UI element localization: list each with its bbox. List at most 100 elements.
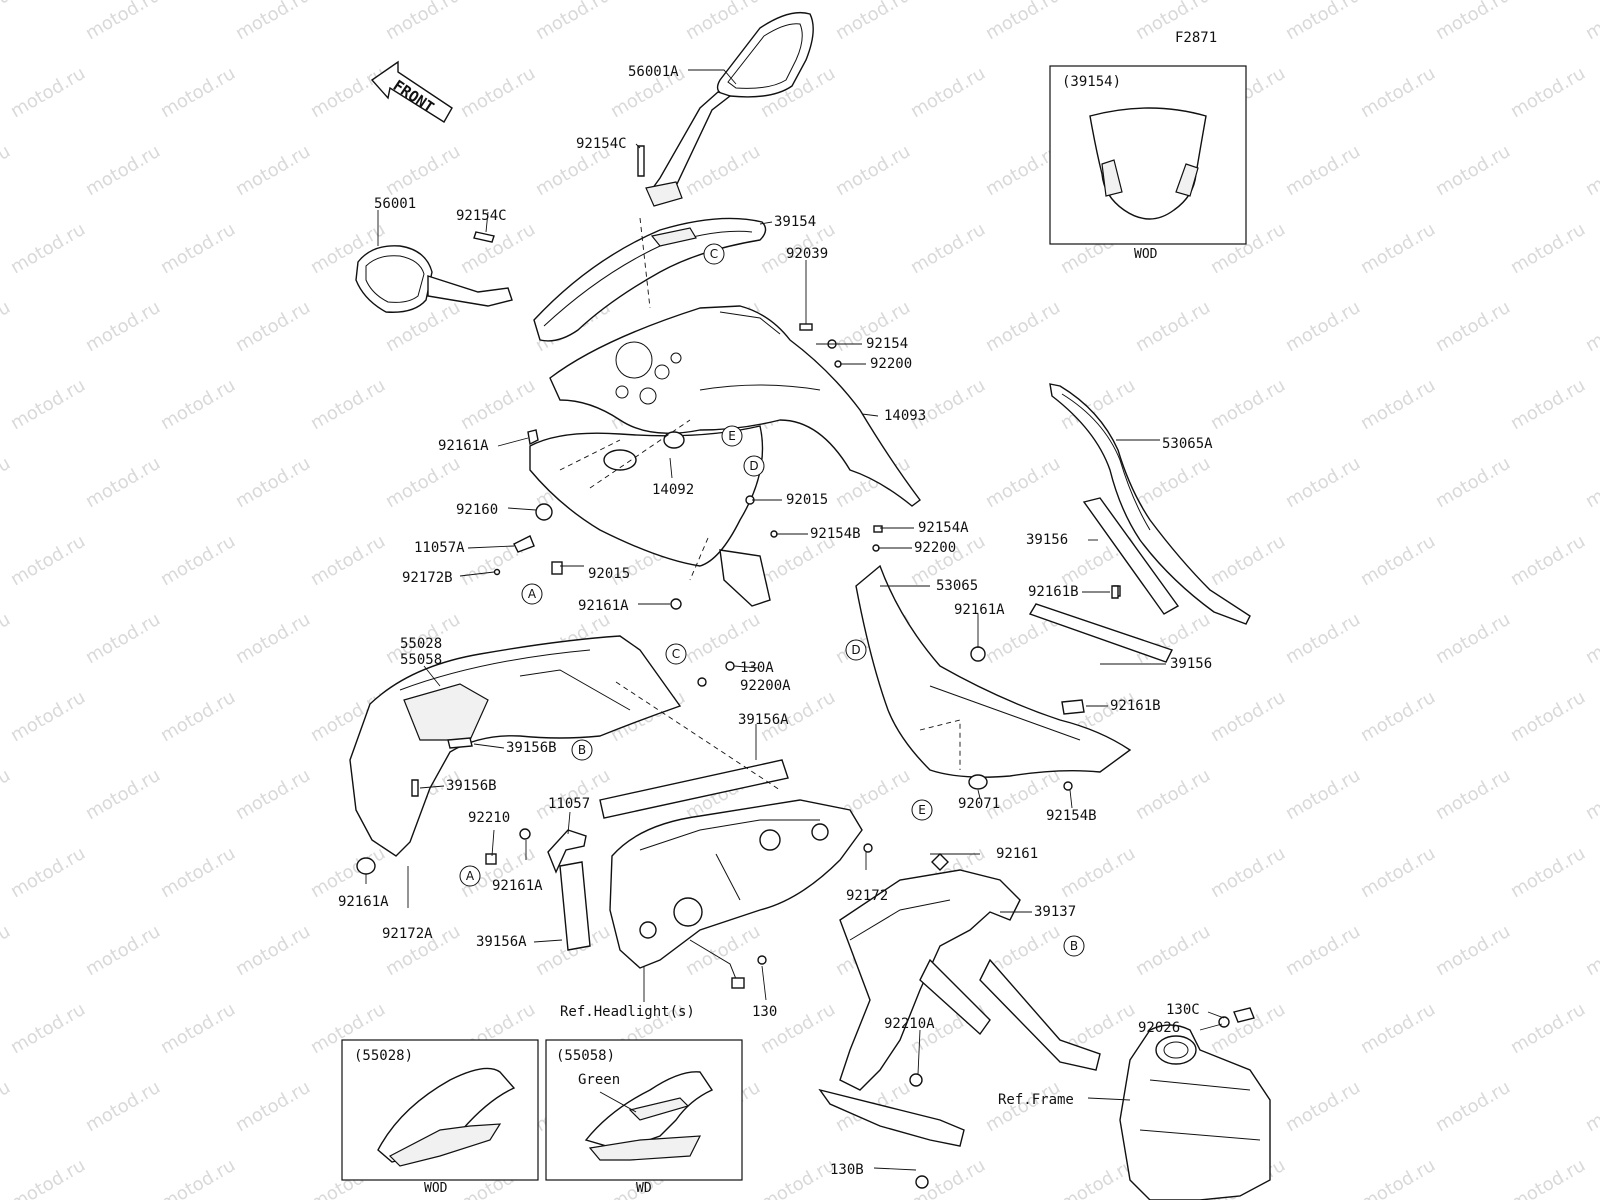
watermark-text: motod.ru bbox=[1582, 297, 1600, 356]
callout-130: 130 bbox=[752, 1004, 777, 1020]
watermark-text: motod.ru bbox=[1432, 0, 1514, 44]
watermark-text: motod.ru bbox=[1432, 453, 1514, 512]
watermark-text: motod.ru bbox=[532, 0, 614, 44]
watermark-text: motod.ru bbox=[1207, 999, 1289, 1058]
watermark-text: motod.ru bbox=[82, 609, 164, 668]
callout-92161a-1: 92161A bbox=[438, 438, 489, 454]
watermark-text: motod.ru bbox=[907, 63, 989, 122]
callout-92161a-2: 92161A bbox=[578, 598, 629, 614]
watermark-text: motod.ru bbox=[1357, 1155, 1439, 1200]
callout-92015-2: 92015 bbox=[588, 566, 630, 582]
callout-92154: 92154 bbox=[866, 336, 908, 352]
callout-92154c-top: 92154C bbox=[576, 136, 627, 152]
callout-39156-2: 39156 bbox=[1170, 656, 1212, 672]
callout-39154: 39154 bbox=[774, 214, 816, 230]
callout-14092: 14092 bbox=[652, 482, 694, 498]
watermark-text: motod.ru bbox=[0, 1077, 14, 1136]
callout-92154b-2: 92154B bbox=[1046, 808, 1097, 824]
watermark-text: motod.ru bbox=[1207, 843, 1289, 902]
watermark-text: motod.ru bbox=[307, 375, 389, 434]
watermark-text: motod.ru bbox=[1132, 297, 1214, 356]
watermark-text: motod.ru bbox=[0, 0, 14, 44]
watermark-text: motod.ru bbox=[7, 843, 89, 902]
watermark-text: motod.ru bbox=[157, 63, 239, 122]
watermark-text: motod.ru bbox=[7, 999, 89, 1058]
watermark-text: motod.ru bbox=[1282, 453, 1364, 512]
watermark-text: motod.ru bbox=[7, 375, 89, 434]
figure-code: F2871 bbox=[1175, 30, 1217, 46]
callout-92015-1: 92015 bbox=[786, 492, 828, 508]
inset-cowl-wd: (55058) Green WD bbox=[545, 1039, 743, 1196]
watermark-text: motod.ru bbox=[82, 921, 164, 980]
watermark-text: motod.ru bbox=[157, 219, 239, 278]
marker-d-2: D bbox=[845, 639, 867, 661]
inner-panel-part bbox=[549, 305, 921, 507]
callout-56001: 56001 bbox=[374, 196, 416, 212]
callout-39156a-1: 39156A bbox=[738, 712, 789, 728]
watermark-text: motod.ru bbox=[7, 687, 89, 746]
callout-92160: 92160 bbox=[456, 502, 498, 518]
callout-ref-frame: Ref.Frame bbox=[998, 1092, 1074, 1108]
watermark-text: motod.ru bbox=[82, 141, 164, 200]
upper-cowl-part bbox=[349, 635, 735, 875]
watermark-text: motod.ru bbox=[1282, 765, 1364, 824]
watermark-text: motod.ru bbox=[1132, 921, 1214, 980]
watermark-text: motod.ru bbox=[82, 297, 164, 356]
callout-92172a: 92172A bbox=[382, 926, 433, 942]
watermark-text: motod.ru bbox=[0, 765, 14, 824]
callout-92200: 92200 bbox=[870, 356, 912, 372]
headlight-assembly-part bbox=[609, 799, 863, 989]
svg-text:B: B bbox=[578, 743, 586, 757]
callout-92161a-3: 92161A bbox=[954, 602, 1005, 618]
watermark-text: motod.ru bbox=[982, 453, 1064, 512]
watermark-text: motod.ru bbox=[7, 531, 89, 590]
watermark-text: motod.ru bbox=[1357, 375, 1439, 434]
callout-56001a: 56001A bbox=[628, 64, 679, 80]
watermark-text: motod.ru bbox=[1057, 843, 1139, 902]
callout-92154a: 92154A bbox=[918, 520, 969, 536]
side-bracket-part bbox=[1049, 383, 1251, 625]
callout-53065: 53065 bbox=[936, 578, 978, 594]
watermark-text: motod.ru bbox=[1582, 0, 1600, 44]
callout-11057: 11057 bbox=[548, 796, 590, 812]
callout-39137: 39137 bbox=[1034, 904, 1076, 920]
svg-text:E: E bbox=[728, 429, 736, 443]
callout-92161: 92161 bbox=[996, 846, 1038, 862]
watermark-text: motod.ru bbox=[7, 63, 89, 122]
callout-92161a-5: 92161A bbox=[338, 894, 389, 910]
watermark-text: motod.ru bbox=[157, 687, 239, 746]
callout-130c: 130C bbox=[1166, 1002, 1200, 1018]
watermark-text: motod.ru bbox=[382, 453, 464, 512]
callout-92200-2: 92200 bbox=[914, 540, 956, 556]
callout-92161b-2: 92161B bbox=[1110, 698, 1161, 714]
inset-cowl-wod: (55028) WOD bbox=[341, 1039, 539, 1196]
watermark-text: motod.ru bbox=[157, 843, 239, 902]
inset-windshield-variant: WOD bbox=[1134, 247, 1158, 262]
watermark-text: motod.ru bbox=[1132, 453, 1214, 512]
watermark-text: motod.ru bbox=[907, 219, 989, 278]
callout-39156-1: 39156 bbox=[1026, 532, 1068, 548]
marker-a-2: A bbox=[459, 865, 481, 887]
inner-cover-part bbox=[529, 419, 771, 607]
svg-text:A: A bbox=[466, 869, 475, 883]
callout-55058: 55058 bbox=[400, 652, 442, 668]
watermark-text: motod.ru bbox=[157, 999, 239, 1058]
callout-labels: 56001A 92154C 56001 92154C 39154 92039 9… bbox=[338, 64, 1213, 1178]
watermark-text: motod.ru bbox=[157, 531, 239, 590]
watermark-text: motod.ru bbox=[1132, 765, 1214, 824]
watermark-text: motod.ru bbox=[0, 453, 14, 512]
callout-ref-headlights: Ref.Headlight(s) bbox=[560, 1004, 695, 1020]
watermark-text: motod.ru bbox=[1432, 141, 1514, 200]
watermark-text: motod.ru bbox=[532, 765, 614, 824]
watermark-text: motod.ru bbox=[7, 1155, 89, 1200]
watermark-text: motod.ru bbox=[1282, 141, 1364, 200]
callout-55028: 55028 bbox=[400, 636, 442, 652]
svg-text:C: C bbox=[672, 647, 680, 661]
watermark-text: motod.ru bbox=[457, 375, 539, 434]
watermark-text: motod.ru bbox=[1357, 531, 1439, 590]
watermark-text: motod.ru bbox=[1282, 297, 1364, 356]
watermark-text: motod.ru bbox=[232, 765, 314, 824]
watermark-text: motod.ru bbox=[457, 63, 539, 122]
